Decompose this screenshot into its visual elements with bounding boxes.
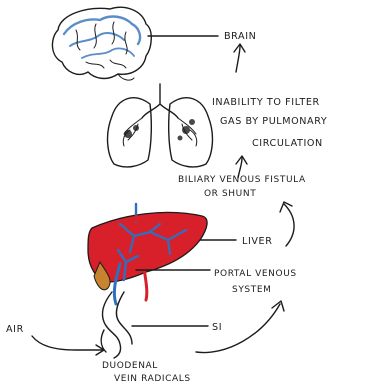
brain-icon (52, 7, 151, 80)
liver-label: LIVER (242, 236, 272, 247)
arrow-to-portal (196, 304, 280, 353)
portal-label-line2: SYSTEM (232, 285, 271, 295)
inability-label-line3: CIRCULATION (252, 138, 323, 149)
arrow-air (32, 336, 104, 350)
arrow-to-fistula (284, 204, 294, 246)
air-label: AIR (6, 324, 24, 335)
duodenal-label-line1: DUODENAL (102, 361, 158, 371)
arrow-to-brain (236, 46, 240, 72)
inability-label-line2: GAS BY PULMONARY (220, 116, 327, 127)
lungs-icon (108, 84, 213, 167)
liver-icon (88, 204, 207, 304)
arrow-to-portal-head (272, 301, 284, 311)
brain-label: BRAIN (224, 31, 256, 42)
inability-label-line1: INABILITY TO FILTER (212, 97, 320, 108)
si-label: SI (212, 322, 222, 333)
duodenal-label-line2: VEIN RADICALS (114, 374, 191, 384)
portal-label-line1: PORTAL VENOUS (214, 269, 297, 279)
fistula-label-line2: OR SHUNT (204, 189, 256, 199)
fistula-label-line1: BILIARY VENOUS FISTULA (178, 175, 306, 185)
